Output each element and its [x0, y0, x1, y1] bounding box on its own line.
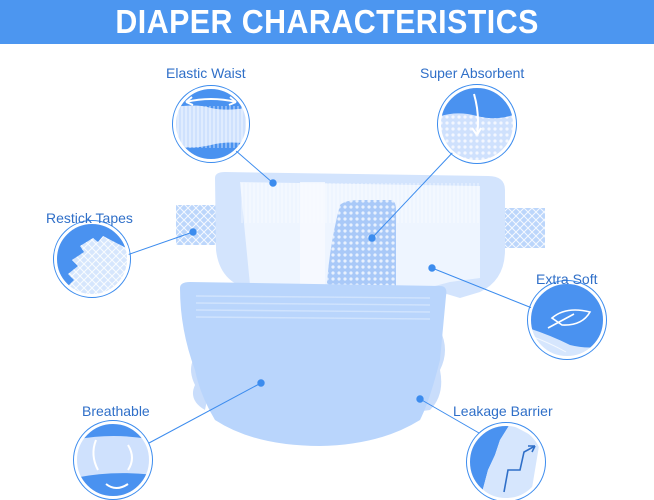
breathable-icon: [73, 420, 153, 500]
leakage-barrier-icon: [466, 422, 546, 500]
label-leakage-barrier: Leakage Barrier: [453, 403, 553, 419]
extra-soft-icon: [527, 280, 607, 360]
label-extra-soft: Extra Soft: [536, 271, 598, 287]
label-breathable: Breathable: [82, 403, 150, 419]
label-elastic-waist: Elastic Waist: [166, 65, 246, 81]
elastic-waist-icon: [172, 85, 250, 163]
title-banner: DIAPER CHARACTERISTICS: [0, 0, 654, 44]
restick-tapes-icon: [53, 220, 131, 298]
label-super-absorbent: Super Absorbent: [420, 65, 525, 81]
page-title: DIAPER CHARACTERISTICS: [115, 3, 539, 40]
label-restick-tapes: Restick Tapes: [46, 210, 133, 226]
super-absorbent-icon: [437, 84, 517, 164]
